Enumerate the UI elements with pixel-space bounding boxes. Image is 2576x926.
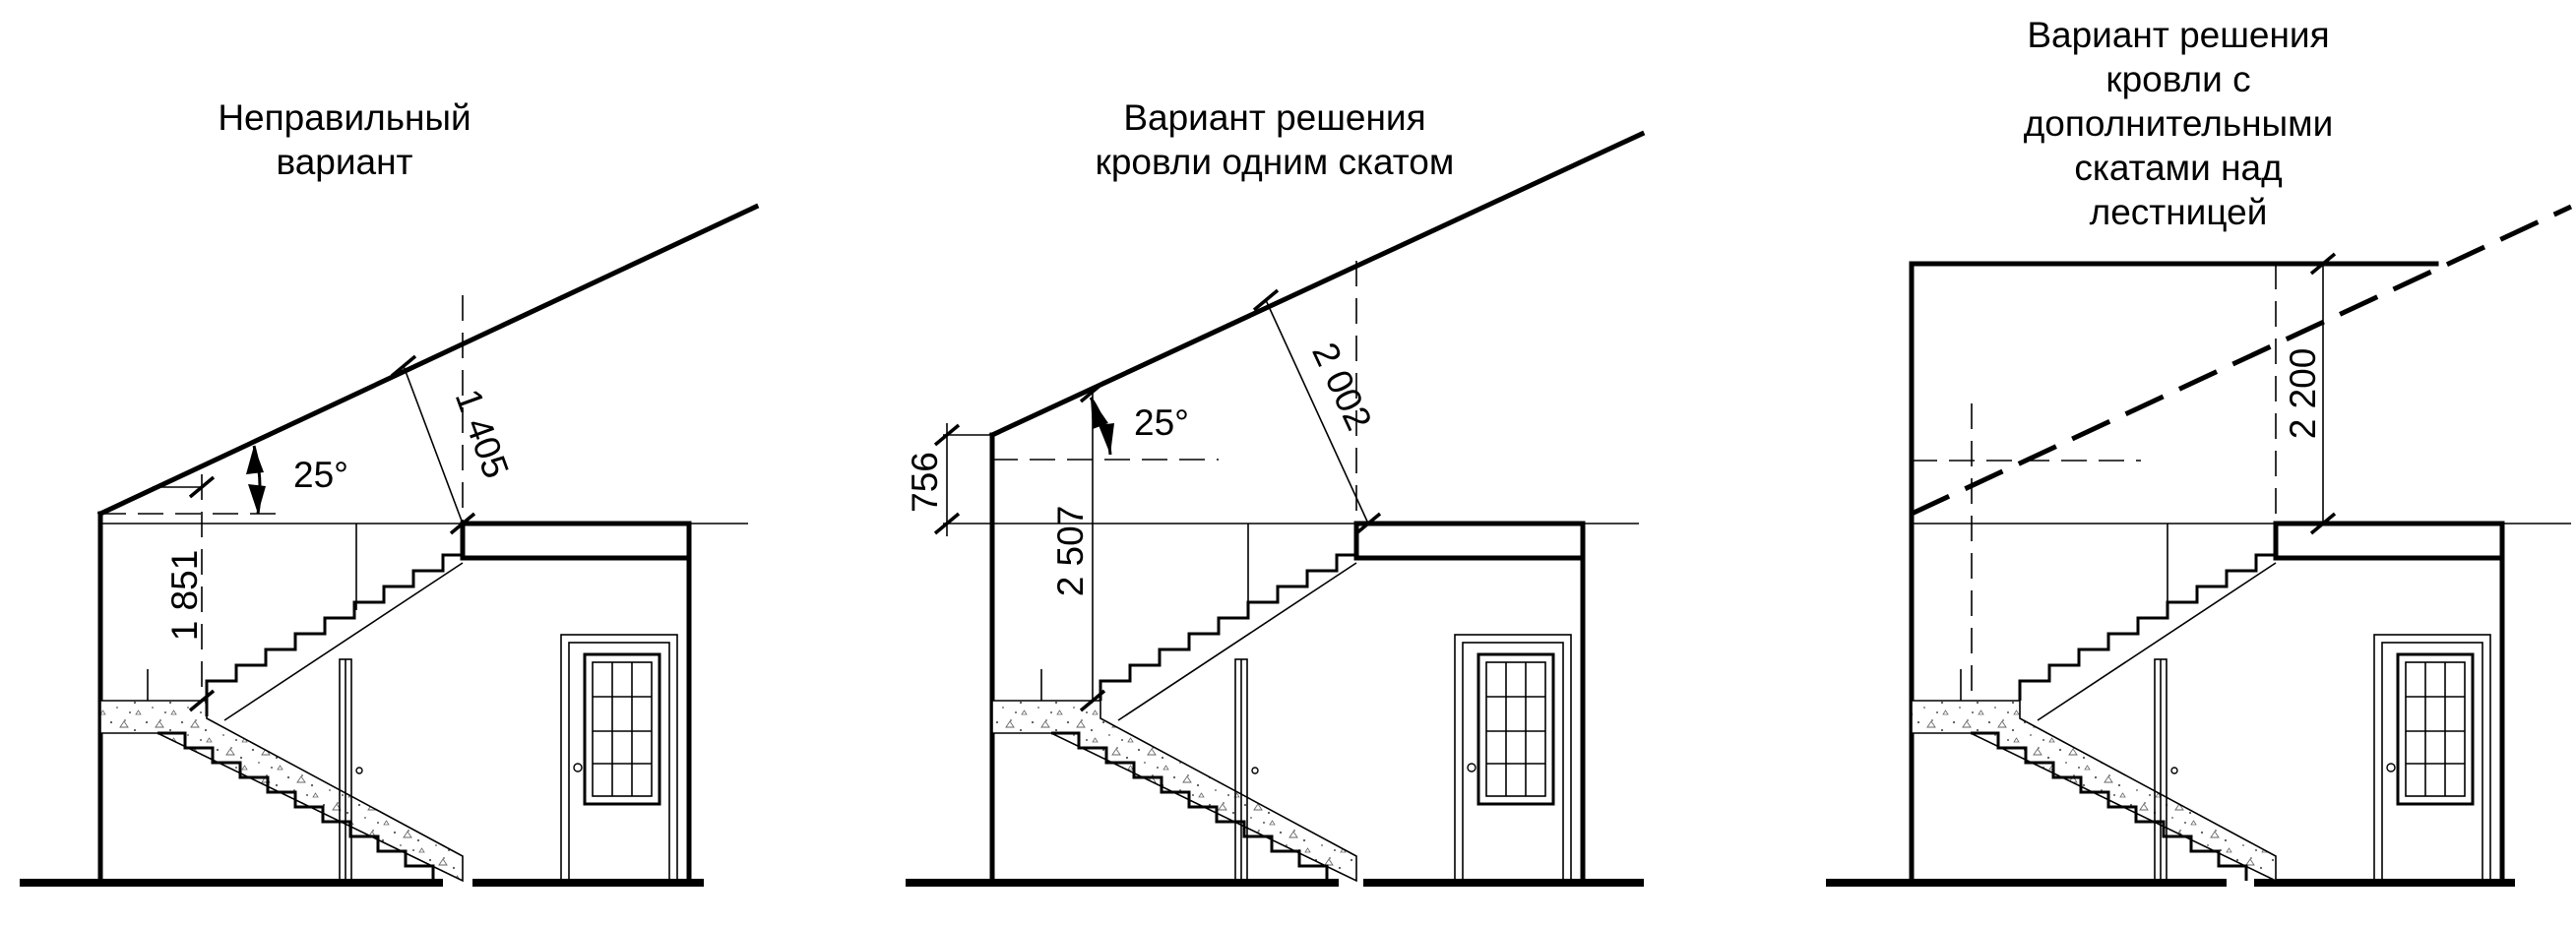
panel-3-title-line-5: лестницей (2090, 192, 2268, 232)
panel-1-title-line-2: вариант (276, 142, 412, 182)
panel-3-title-line-1: Вариант решения (2027, 15, 2329, 55)
panel-3-title-line-4: скатами над (2074, 148, 2282, 188)
dimension-lines (1912, 252, 2337, 701)
panel-2-title-line-2: кровли одним скатом (1096, 142, 1455, 182)
panel-1-title-line-1: Неправильный (218, 97, 471, 138)
panel-single-slope: Вариант решения кровли одним скатом (905, 97, 1646, 887)
dimension-2507: 2 507 (1050, 506, 1091, 597)
panel-extra-slopes: Вариант решения кровли с дополнительными… (1826, 15, 2573, 887)
dimension-lines (933, 261, 1382, 712)
building-shell (20, 203, 760, 887)
staircase (991, 524, 1358, 883)
panel-2-title-line-1: Вариант решения (1123, 97, 1425, 138)
dimension-1851: 1 851 (164, 550, 205, 642)
door (1454, 634, 1572, 884)
staircase (1911, 524, 2278, 883)
dimension-lines (100, 295, 476, 712)
building-shell (906, 130, 1646, 887)
panel-incorrect: Неправильный вариант (20, 97, 760, 887)
dimension-1405: 1 405 (448, 384, 517, 483)
staircase (99, 524, 465, 883)
panel-3-title-line-3: дополнительными (2024, 103, 2334, 144)
dimension-756: 756 (905, 452, 945, 513)
door (2373, 634, 2491, 884)
angle-label: 25° (293, 455, 348, 495)
door (560, 634, 678, 884)
dimension-2002: 2 002 (1304, 337, 1379, 436)
dimension-2200: 2 200 (2283, 348, 2323, 440)
panel-3-title-line-2: кровли с (2105, 59, 2250, 99)
building-shell (1826, 204, 2573, 887)
angle-label: 25° (1134, 402, 1189, 443)
